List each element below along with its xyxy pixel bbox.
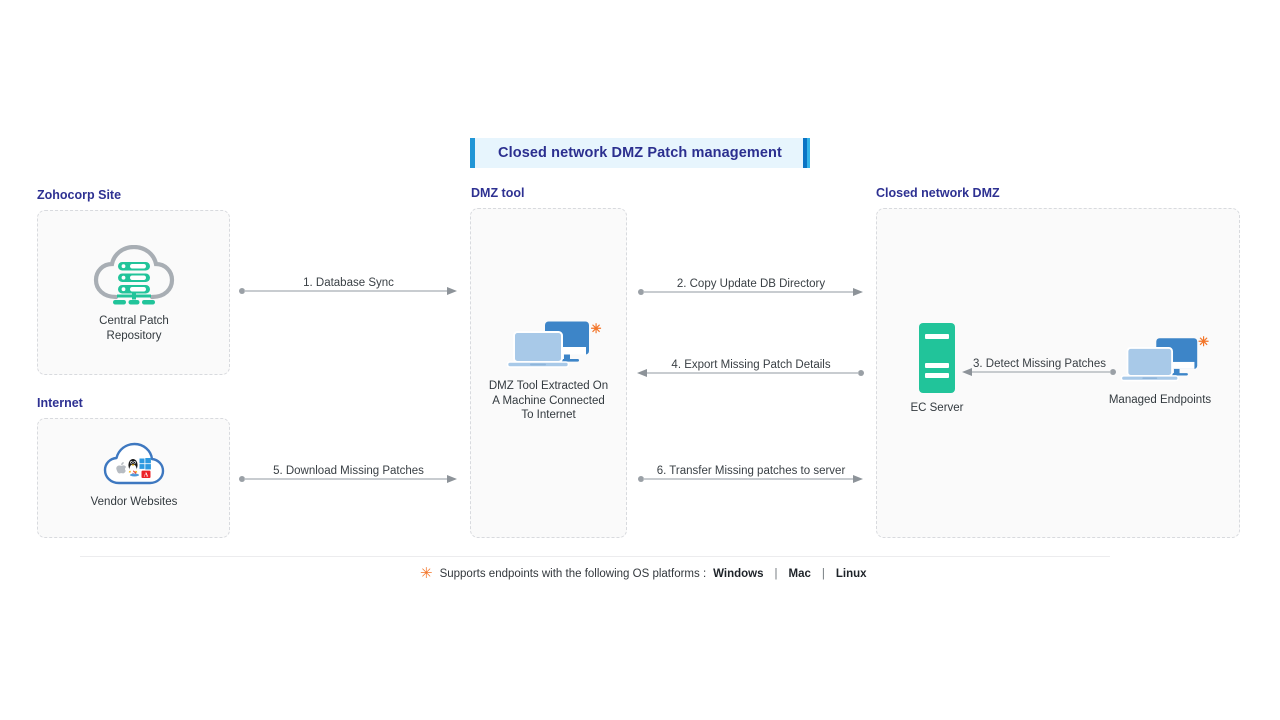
banner-title: Closed network DMZ Patch management	[498, 145, 782, 161]
arrow-right-icon	[239, 287, 457, 295]
connector-transfer-missing-patches-to-server: 6. Transfer Missing patches to server	[637, 454, 865, 490]
node-label-central-patch-repository: Central Patch Repository	[99, 315, 169, 342]
section-label-internet: Internet	[37, 396, 83, 410]
connector-label-download-missing-patches: 5. Download Missing Patches	[273, 465, 424, 477]
footer-os-support-note: ✳ Supports endpoints with the following …	[420, 566, 867, 581]
arrow-left-icon	[637, 369, 864, 377]
connector-label-detect-missing-patches: 3. Detect Missing Patches	[973, 358, 1106, 370]
connector-label-export-missing-patch-details: 4. Export Missing Patch Details	[671, 359, 831, 371]
banner-accent-left	[470, 138, 475, 168]
os-separator-2: |	[821, 567, 825, 580]
connector-detect-missing-patches: 3. Detect Missing Patches	[962, 347, 1117, 383]
node-managed-endpoints: ✳ Managed Endpoints	[1100, 335, 1220, 408]
footer-note-text: Supports endpoints with the following OS…	[439, 567, 707, 580]
zone-dmz-tool	[470, 208, 627, 538]
monitor-laptop-icon: ✳	[506, 320, 602, 372]
server-tower-icon	[918, 322, 956, 394]
arrow-right-icon	[638, 475, 863, 483]
connector-label-database-sync: 1. Database Sync	[303, 277, 394, 289]
connector-label-transfer-missing-patches-to-server: 6. Transfer Missing patches to server	[656, 465, 846, 477]
svg-text:A: A	[144, 472, 149, 479]
node-dmz-tool-machine: ✳ DMZ Tool Extracted On A Machine Connec…	[478, 320, 619, 423]
cloud-server-icon	[93, 244, 175, 307]
section-label-closed-network: Closed network DMZ	[876, 186, 1000, 200]
os-separator-1: |	[774, 567, 778, 580]
section-label-dmz-tool: DMZ tool	[471, 186, 525, 200]
connector-database-sync: 1. Database Sync	[238, 266, 459, 302]
node-vendor-websites: A Vendor Websites	[64, 442, 204, 510]
banner-accent-right	[803, 138, 810, 168]
os-platform-mac: Mac	[788, 567, 811, 580]
node-label-dmz-tool-machine: DMZ Tool Extracted On A Machine Connecte…	[488, 380, 609, 421]
node-ec-server: EC Server	[887, 322, 987, 416]
node-central-patch-repository: Central Patch Repository	[64, 244, 204, 343]
connector-export-missing-patch-details: 4. Export Missing Patch Details	[637, 348, 865, 384]
monitor-laptop-icon: ✳	[1120, 335, 1209, 386]
section-label-zohocorp: Zohocorp Site	[37, 188, 122, 202]
diagram-title-banner: Closed network DMZ Patch management	[470, 138, 810, 168]
footer-divider	[80, 556, 1110, 557]
node-label-vendor-websites: Vendor Websites	[90, 496, 178, 508]
os-platform-linux: Linux	[835, 567, 867, 580]
connector-label-copy-update-db-directory: 2. Copy Update DB Directory	[676, 278, 826, 290]
arrow-left-icon	[962, 368, 1116, 376]
cloud-vendors-icon: A	[103, 442, 165, 488]
arrow-right-icon	[239, 475, 457, 483]
connector-copy-update-db-directory: 2. Copy Update DB Directory	[637, 267, 865, 303]
os-asterisk-marker-managed-endpoints: ✳	[1198, 334, 1209, 349]
node-label-ec-server: EC Server	[910, 402, 964, 414]
os-asterisk-marker-dmz-tool: ✳	[590, 321, 602, 336]
connector-download-missing-patches: 5. Download Missing Patches	[238, 454, 459, 490]
os-platform-windows: Windows	[713, 567, 764, 580]
node-label-managed-endpoints: Managed Endpoints	[1108, 394, 1212, 406]
arrow-right-icon	[638, 288, 863, 296]
asterisk-icon: ✳	[420, 565, 433, 582]
